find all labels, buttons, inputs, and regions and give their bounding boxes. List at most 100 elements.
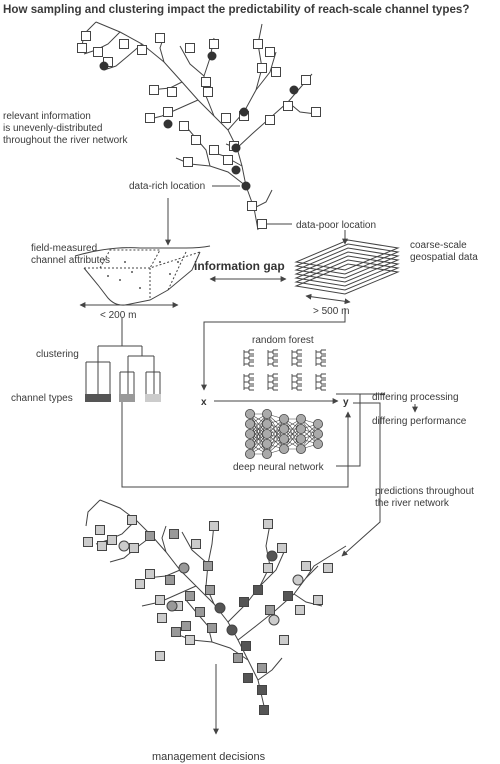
predicted-channel-type [209, 521, 219, 531]
predicted-channel-type [129, 543, 139, 553]
dnn-neuron [244, 448, 255, 459]
data-rich-dot [239, 107, 249, 117]
sampled-location [266, 550, 278, 562]
dnn-neuron [295, 423, 306, 434]
data-square [145, 113, 155, 123]
predicted-channel-type [295, 605, 305, 615]
dnn-connection [283, 418, 302, 450]
channel-type-light [145, 394, 161, 402]
predicted-channel-type [241, 641, 251, 651]
data-square [265, 115, 275, 125]
field-label-line1: field-measured [31, 243, 97, 254]
data-square [247, 201, 257, 211]
decision-tree [267, 349, 278, 367]
deep-neural-network [244, 408, 323, 459]
predicted-channel-type [257, 663, 267, 673]
y-variable: y [343, 397, 349, 408]
dnn-neuron [295, 433, 306, 444]
data-square [137, 45, 147, 55]
data-square [163, 107, 173, 117]
data-rich-dot [163, 119, 173, 129]
y-to-predictions-line [341, 402, 381, 557]
random-forest-trees [243, 349, 326, 391]
data-square [257, 219, 267, 229]
dnn-neuron [261, 428, 272, 439]
data-square [223, 155, 233, 165]
differing-performance-label: differing performance [372, 416, 467, 427]
predicted-channel-type [257, 685, 267, 695]
predicted-channel-type [259, 705, 269, 715]
data-square [201, 77, 211, 87]
dnn-neuron [278, 413, 289, 424]
predicted-channel-type [155, 651, 165, 661]
predicted-channel-type [263, 563, 273, 573]
predicted-channel-type [181, 621, 191, 631]
data-square [221, 113, 231, 123]
channel-types-to-y-line [121, 402, 351, 488]
geospatial-layer-stack [294, 239, 400, 295]
data-rich-dot [207, 51, 217, 61]
predicted-channel-type [185, 635, 195, 645]
data-square [253, 39, 263, 49]
deep-nn-label: deep neural network [233, 462, 325, 473]
data-rich-label: data-rich location [129, 181, 205, 192]
predicted-channel-type [263, 519, 273, 529]
coarse-label-line2: geospatial data [410, 252, 478, 263]
data-square [77, 43, 87, 53]
predicted-channel-type [157, 613, 167, 623]
dnn-connection [249, 423, 268, 455]
data-square [301, 75, 311, 85]
data-square [265, 47, 275, 57]
predicted-channel-type [97, 541, 107, 551]
processing-bracket [336, 393, 361, 467]
dnn-neuron [261, 448, 272, 459]
predicted-channel-type [135, 579, 145, 589]
data-rich-dot [241, 181, 251, 191]
dnn-connection [266, 418, 285, 455]
predicted-channel-type [207, 623, 217, 633]
channel-type-dark [85, 394, 111, 402]
predicted-channel-type [127, 515, 137, 525]
dnn-connection [249, 413, 268, 445]
predicted-channel-type [253, 585, 263, 595]
predicted-channel-type [243, 673, 253, 683]
predictions-label-line2: the river network [375, 498, 450, 509]
predicted-channel-type [191, 539, 201, 549]
dnn-neuron [244, 428, 255, 439]
dnn-neuron [278, 423, 289, 434]
predicted-channel-type [233, 653, 243, 663]
relevant-info-line3: throughout the river network [3, 135, 129, 146]
data-poor-label: data-poor location [296, 220, 376, 231]
predicted-channel-type [83, 537, 93, 547]
data-square [191, 135, 201, 145]
sampled-location [268, 614, 280, 626]
channel-type-mid [119, 394, 135, 402]
channel-cross-section [74, 245, 211, 306]
diagram-title: How sampling and clustering impact the p… [3, 3, 469, 16]
data-square [209, 39, 219, 49]
data-rich-dot [231, 143, 241, 153]
differing-processing-label: differing processing [372, 392, 459, 403]
data-rich-dot [99, 61, 109, 71]
decision-tree [291, 349, 302, 367]
predicted-channel-type [205, 585, 215, 595]
predicted-channel-type [301, 561, 311, 571]
dnn-neuron [312, 428, 323, 439]
x-variable: x [201, 397, 207, 408]
predicted-channel-type [203, 561, 213, 571]
data-square [93, 47, 103, 57]
predicted-channel-type [171, 627, 181, 637]
dnn-neuron [295, 413, 306, 424]
scale-500-label: > 500 m [313, 306, 349, 317]
data-square [183, 157, 193, 167]
predicted-channel-type [277, 543, 287, 553]
dnn-neuron [244, 438, 255, 449]
sampled-location [118, 540, 130, 552]
data-square [311, 107, 321, 117]
data-square [203, 87, 213, 97]
dnn-neuron [244, 408, 255, 419]
predicted-channel-type [145, 531, 155, 541]
data-square [155, 33, 165, 43]
dnn-neuron [244, 418, 255, 429]
